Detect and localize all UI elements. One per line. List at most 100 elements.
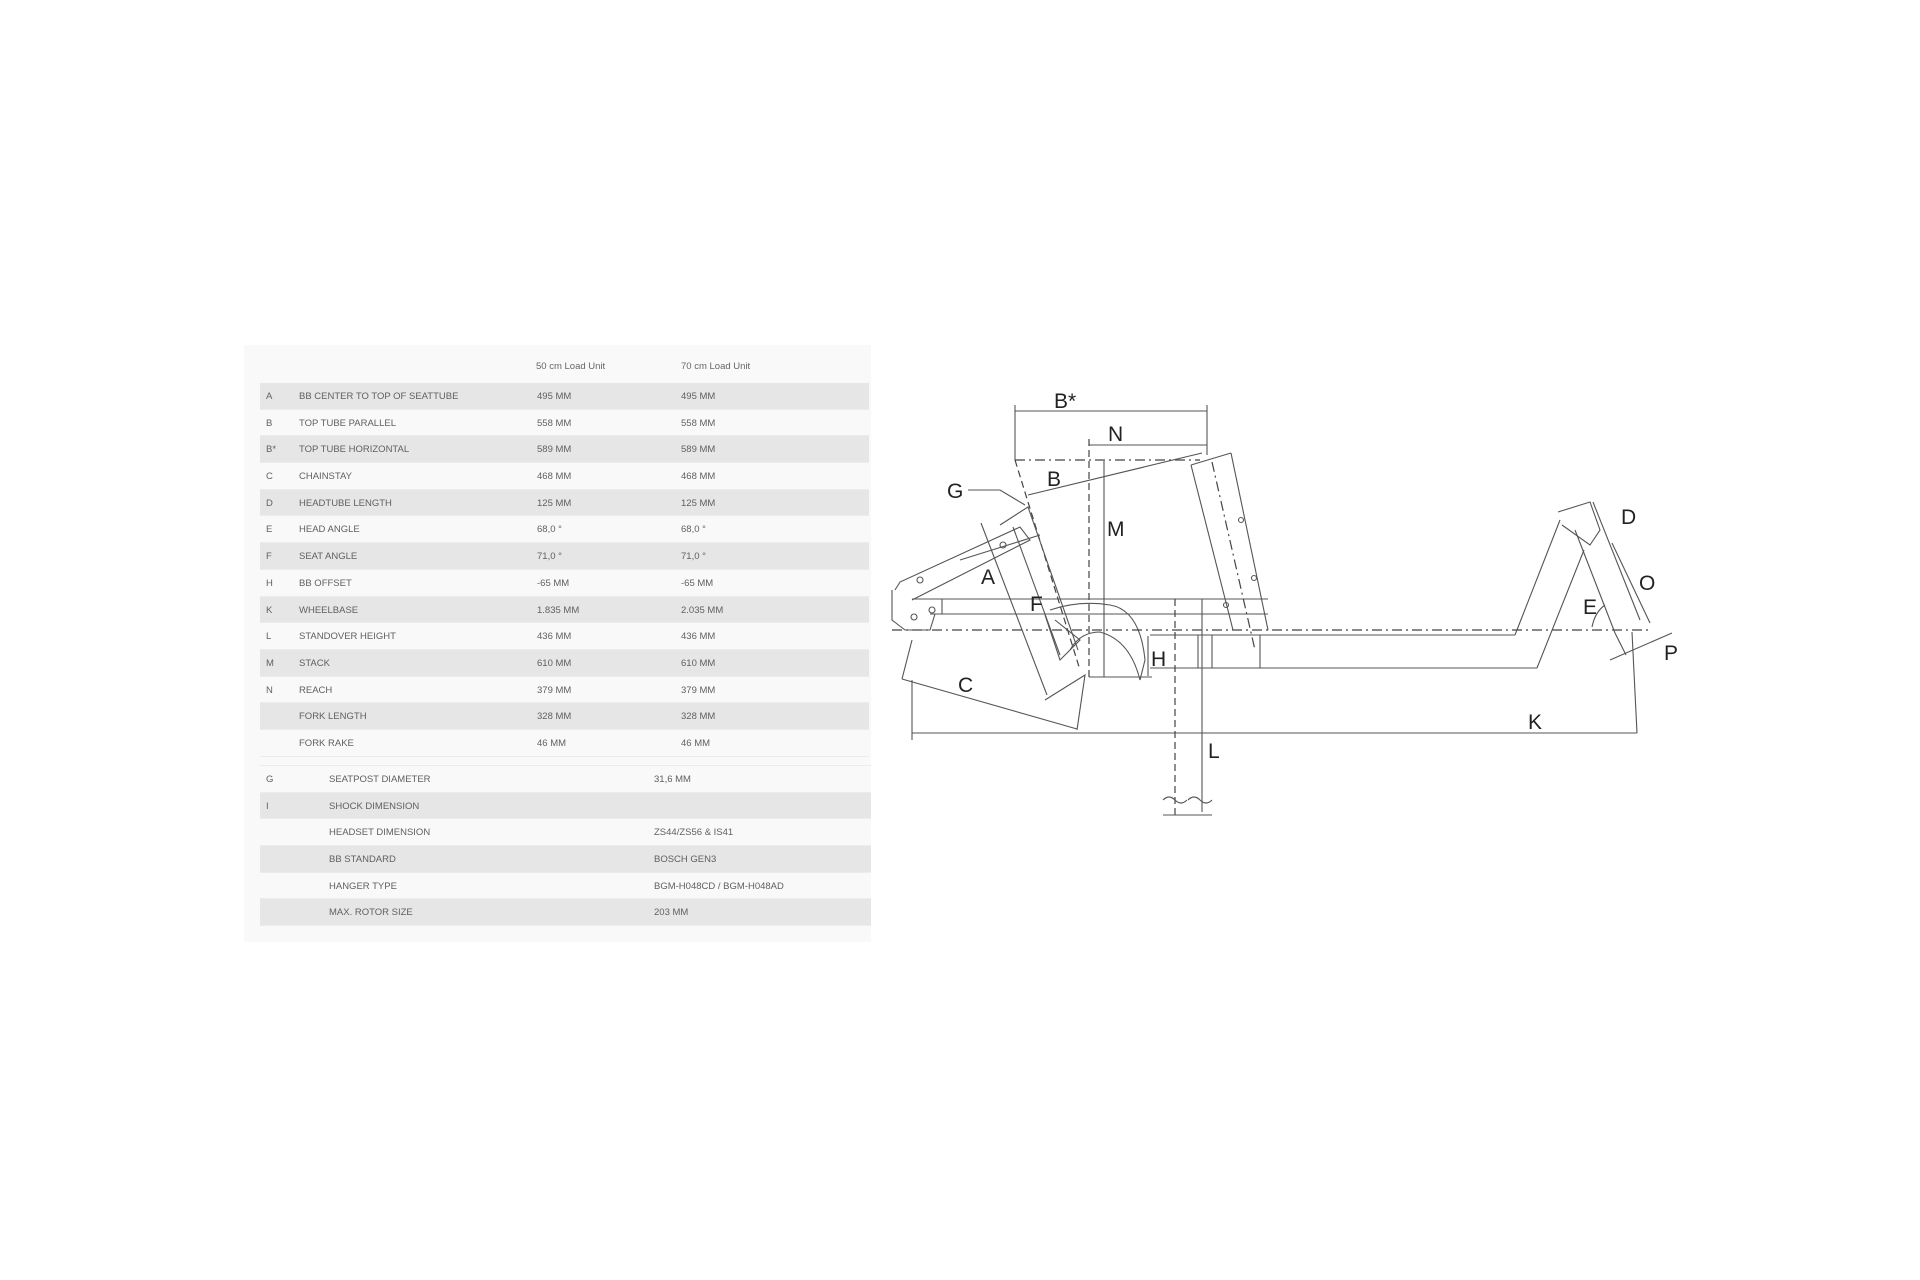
- value-50cm: 558 MM: [537, 417, 572, 429]
- row-label: TOP TUBE HORIZONTAL: [299, 444, 410, 456]
- row-label: STACK: [299, 657, 330, 669]
- seat-tube: [999, 506, 1079, 651]
- label-g: G: [947, 480, 963, 503]
- row-label: SHOCK DIMENSION: [329, 800, 420, 812]
- value-70cm: 46 MM: [681, 737, 711, 749]
- fork: [1574, 529, 1616, 634]
- row-label: FORK LENGTH: [299, 711, 367, 723]
- down-tube: [1536, 549, 1585, 669]
- value-50cm: 379 MM: [537, 684, 572, 696]
- row-label: SEATPOST DIAMETER: [329, 774, 431, 785]
- label-k: K: [1528, 711, 1542, 734]
- value-50cm: 328 MM: [537, 711, 572, 723]
- extension-line: [1044, 673, 1086, 731]
- bolt-hole: [999, 541, 1007, 549]
- value-70cm: 589 MM: [681, 444, 716, 456]
- label-b-star: B*: [1054, 390, 1076, 413]
- value-70cm: 125 MM: [681, 497, 716, 509]
- row-label: HEAD ANGLE: [299, 524, 360, 536]
- break-mark: [1162, 796, 1213, 804]
- row-label: HEADTUBE LENGTH: [299, 497, 392, 509]
- value-70cm: 610 MM: [681, 657, 716, 669]
- row-label: HANGER TYPE: [329, 880, 397, 892]
- table-row: H BB OFFSET -65 MM -65 MM: [260, 570, 869, 597]
- value-70cm: 71,0 °: [681, 551, 706, 563]
- row-key: M: [266, 657, 274, 669]
- table-row: M STACK 610 MM 610 MM: [260, 649, 869, 677]
- dimension-b: [1027, 452, 1203, 496]
- table-row: B TOP TUBE PARALLEL 558 MM 558 MM: [260, 410, 869, 437]
- row-label: BB CENTER TO TOP OF SEATTUBE: [299, 391, 459, 402]
- row-label: TOP TUBE PARALLEL: [299, 417, 396, 429]
- value-50cm: 468 MM: [537, 471, 572, 483]
- fork: [1614, 632, 1627, 656]
- row-value: 203 MM: [654, 907, 689, 919]
- label-m: M: [1107, 518, 1125, 541]
- row-key: I: [266, 800, 269, 812]
- row-label: BB OFFSET: [299, 577, 352, 589]
- value-50cm: 1.835 MM: [537, 604, 580, 616]
- column-header-50cm: 50 cm Load Unit: [536, 361, 606, 372]
- label-e: E: [1583, 596, 1597, 619]
- row-value: ZS44/ZS56 & IS41: [654, 827, 734, 839]
- seat-tube: [1012, 526, 1061, 656]
- reference-line: [1211, 461, 1256, 651]
- row-label: STANDOVER HEIGHT: [299, 631, 396, 643]
- row-label: WHEELBASE: [299, 604, 359, 616]
- value-70cm: 495 MM: [681, 391, 716, 402]
- seat-tube-axis: [1014, 459, 1081, 671]
- column-header-70cm: 70 cm Load Unit: [681, 361, 751, 372]
- value-50cm: 436 MM: [537, 631, 572, 643]
- row-key: B*: [266, 444, 277, 456]
- row-key: L: [266, 631, 272, 643]
- value-70cm: 2.035 MM: [681, 604, 724, 616]
- value-50cm: -65 MM: [537, 577, 570, 589]
- value-70cm: 68,0 °: [681, 524, 706, 536]
- row-key: B: [266, 417, 273, 429]
- front-upright: [1190, 452, 1232, 466]
- dimension-d-o: [1592, 501, 1641, 621]
- row-label: HEADSET DIMENSION: [329, 827, 431, 839]
- dimension-o: [1611, 542, 1651, 624]
- bolt-hole: [910, 613, 918, 621]
- label-a: A: [981, 566, 995, 589]
- row-key: D: [266, 497, 273, 509]
- seat-stay: [959, 534, 1041, 561]
- value-50cm: 46 MM: [537, 737, 567, 749]
- value-70cm: 558 MM: [681, 417, 716, 429]
- g-leader-line: [968, 489, 1026, 506]
- value-70cm: -65 MM: [681, 577, 714, 589]
- value-70cm: 328 MM: [681, 711, 716, 723]
- table-row: HANGER TYPE BGM-H048CD / BGM-H048AD: [260, 873, 871, 900]
- motor-mount: [1049, 602, 1146, 681]
- label-f: F: [1030, 593, 1043, 616]
- row-label: SEAT ANGLE: [299, 551, 358, 563]
- row-label: BB STANDARD: [329, 854, 396, 866]
- row-value: 31,6 MM: [654, 774, 691, 785]
- extension-line: [1631, 631, 1638, 734]
- label-l: L: [1208, 740, 1220, 763]
- label-c: C: [958, 674, 973, 697]
- table-row: I SHOCK DIMENSION: [260, 792, 871, 820]
- dimension-p: [1609, 632, 1673, 661]
- row-label: CHAINSTAY: [299, 471, 352, 483]
- bolt-hole: [916, 576, 924, 584]
- head-tube: [1557, 501, 1601, 546]
- row-key: H: [266, 577, 273, 589]
- table-row: FORK LENGTH 328 MM 328 MM: [260, 703, 869, 730]
- value-50cm: 610 MM: [537, 657, 572, 669]
- bolt-hole: [1237, 516, 1245, 524]
- value-70cm: 379 MM: [681, 684, 716, 696]
- row-value: BGM-H048CD / BGM-H048AD: [654, 880, 784, 892]
